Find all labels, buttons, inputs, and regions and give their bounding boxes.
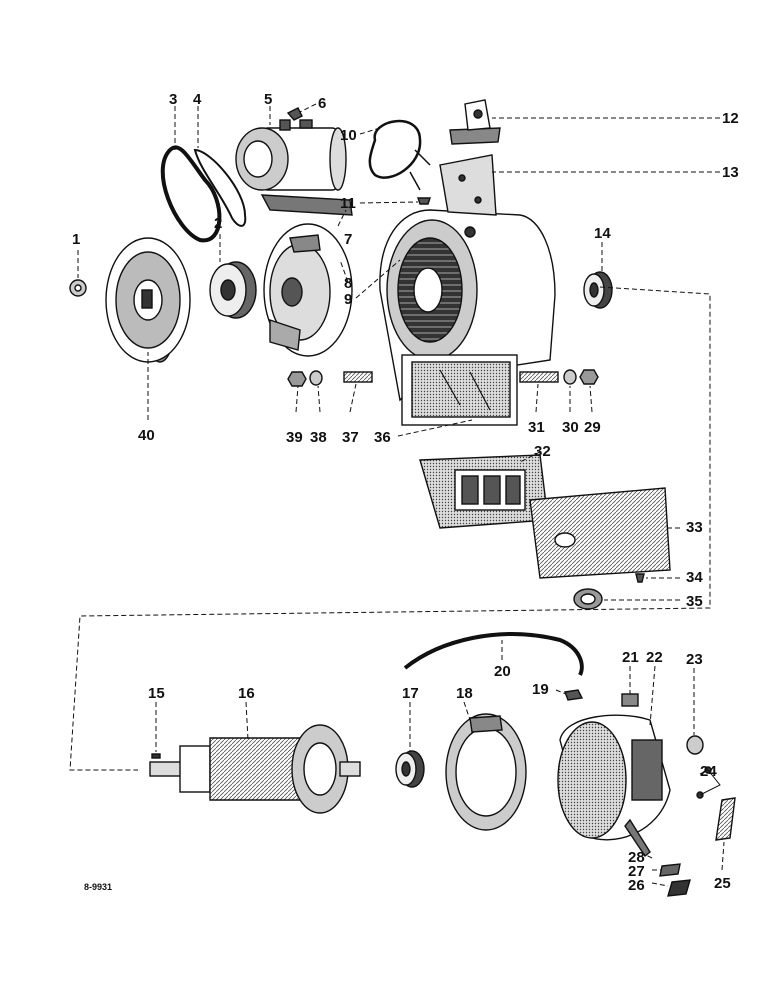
part-cover-33 — [529, 487, 671, 579]
callout-26: 26 — [628, 877, 645, 894]
callout-33: 33 — [686, 519, 703, 536]
callout-11: 11 — [340, 195, 356, 212]
callout-2: 2 — [214, 215, 222, 232]
callout-30: 30 — [562, 419, 579, 436]
part-washer-1 — [69, 279, 87, 297]
callout-35: 35 — [686, 593, 703, 610]
callout-28: 28 — [628, 849, 645, 866]
part-hub-2 — [209, 261, 257, 319]
figure-reference-code: 8-9931 — [84, 882, 112, 892]
callout-20: 20 — [494, 663, 511, 680]
callout-16: 16 — [238, 685, 255, 702]
callout-34: 34 — [686, 569, 703, 586]
callout-25: 25 — [714, 875, 731, 892]
part-plate-13 — [439, 154, 497, 216]
callout-38: 38 — [310, 429, 327, 446]
part-belts-3-4 — [160, 145, 247, 243]
callout-8: 8 — [344, 275, 352, 292]
part-cable-20 — [403, 632, 584, 676]
callout-1: 1 — [72, 231, 80, 248]
part-screw-34 — [635, 573, 645, 583]
part-retainer-18 — [445, 713, 527, 831]
callout-4: 4 — [193, 91, 202, 108]
part-hardware-29-31 — [519, 369, 599, 385]
callout-14: 14 — [594, 225, 611, 242]
callout-5: 5 — [264, 91, 272, 108]
part-hardware-37-39 — [287, 370, 373, 387]
callout-7: 7 — [344, 231, 352, 248]
callout-10: 10 — [340, 127, 357, 144]
part-grommet-35 — [573, 588, 603, 610]
part-bearing-17 — [395, 750, 425, 788]
part-plug-21 — [621, 693, 639, 707]
callout-22: 22 — [646, 649, 663, 666]
part-bearing-14 — [583, 271, 613, 309]
callout-23: 23 — [686, 651, 703, 668]
leader-lines — [69, 103, 725, 887]
part-clip-19 — [564, 689, 584, 701]
callout-37: 37 — [342, 429, 359, 446]
callout-36: 36 — [374, 429, 391, 446]
part-tags-26-28 — [624, 818, 691, 897]
part-regulator-32 — [419, 454, 549, 529]
part-housing-9 — [379, 209, 556, 426]
part-generator-5 — [235, 119, 347, 191]
callout-19: 19 — [532, 681, 549, 698]
part-harness-10 — [368, 119, 431, 191]
callout-18: 18 — [456, 685, 473, 702]
part-end-frame-22 — [557, 714, 671, 841]
part-brushes-24 — [696, 766, 721, 799]
callout-31: 31 — [528, 419, 545, 436]
callout-39: 39 — [286, 429, 303, 446]
callout-40: 40 — [138, 427, 155, 444]
callout-15: 15 — [148, 685, 165, 702]
callout-9: 9 — [344, 291, 352, 308]
part-armature-16 — [149, 724, 361, 814]
callout-29: 29 — [584, 419, 601, 436]
part-end-frame-8 — [263, 223, 353, 357]
callout-27: 27 — [628, 863, 645, 880]
callout-24: 24 — [700, 763, 717, 780]
callout-12: 12 — [722, 110, 739, 127]
part-plate-25 — [715, 797, 736, 841]
callout-labels: 1 2 3 4 5 6 7 8 9 10 11 12 13 14 15 16 1… — [72, 91, 739, 894]
callout-17: 17 — [402, 685, 419, 702]
parts-drawings — [69, 99, 736, 897]
callout-32: 32 — [534, 443, 551, 460]
callout-6: 6 — [318, 95, 326, 112]
part-cap-23 — [686, 735, 704, 755]
part-clip-6 — [286, 107, 303, 121]
part-pulley-40 — [105, 237, 191, 363]
callout-3: 3 — [169, 91, 177, 108]
callout-13: 13 — [722, 164, 739, 181]
part-bracket-7 — [260, 194, 353, 216]
part-mount-12 — [449, 99, 501, 145]
part-key-15 — [151, 753, 161, 759]
part-screw-11 — [417, 197, 431, 205]
callout-21: 21 — [622, 649, 639, 666]
